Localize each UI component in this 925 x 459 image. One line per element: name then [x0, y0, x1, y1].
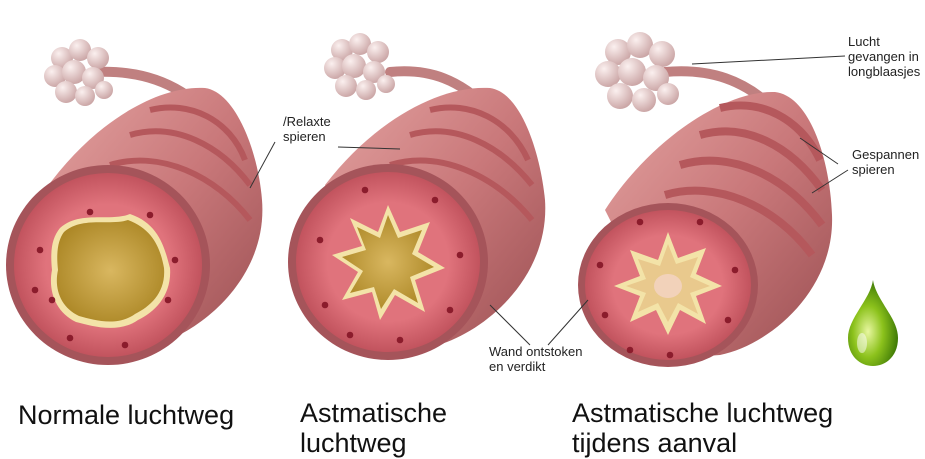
green-drop-icon	[848, 280, 898, 366]
trapped-air-label: Lucht gevangen in longblaasjes	[848, 34, 920, 79]
normal-airway	[6, 39, 262, 365]
tense-muscles-label: Gespannen spieren	[852, 147, 919, 177]
caption-attack: Astmatische luchtweg tijdens aanval	[572, 398, 833, 458]
inflamed-wall-label: Wand ontstoken en verdikt	[489, 344, 582, 374]
attack-airway	[578, 32, 832, 367]
asthmatic-airway	[288, 33, 545, 360]
relaxed-muscles-label: /Relaxte spieren	[283, 114, 331, 144]
caption-normal: Normale luchtweg	[18, 400, 234, 430]
caption-asthmatic: Astmatische luchtweg	[300, 398, 447, 458]
